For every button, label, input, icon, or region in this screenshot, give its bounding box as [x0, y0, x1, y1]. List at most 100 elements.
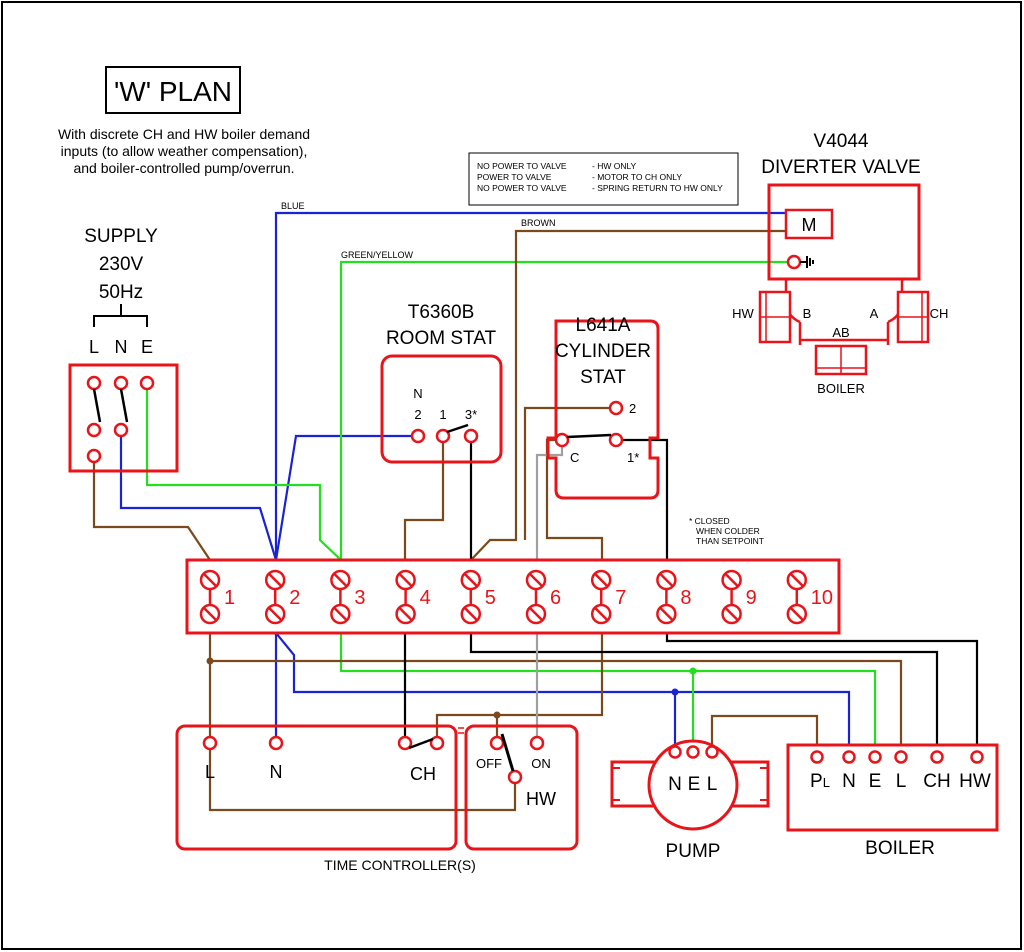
supply-bracket: [93, 304, 148, 327]
boiler-box: [786, 743, 999, 832]
wire-black-cyl: [616, 438, 669, 560]
junction-terminal-number: 8: [680, 587, 691, 609]
room-stat-title-1: T6360B: [408, 302, 475, 323]
boiler-terminal-pl: PL: [810, 771, 830, 792]
diverter-label-b: B: [803, 306, 812, 321]
supply-switch-box: [68, 363, 179, 473]
cylinder-stat-terminal-c: C: [570, 450, 579, 465]
junction-terminal-number: 4: [420, 587, 431, 609]
junction-terminal-number: 9: [746, 587, 757, 609]
room-stat-terminal-3: 3*: [465, 407, 477, 422]
subtitle-line-2: inputs (to allow weather compensation),: [61, 143, 308, 159]
title-box: [105, 66, 241, 114]
junction-screw-slot: [203, 607, 217, 621]
room-stat-title-2: ROOM STAT: [386, 328, 497, 349]
diverter-earth-terminal: [786, 254, 802, 270]
wire-green-supply: [145, 260, 794, 563]
pump-label: PUMP: [666, 841, 721, 862]
wire-black-5: [469, 633, 939, 752]
wire-brown-7: [545, 438, 604, 560]
junction-terminal-number: 1: [224, 587, 235, 609]
wire-brown-valve: [470, 229, 804, 561]
wire-brown-pump-pl: [710, 714, 819, 752]
junction-screw-slot: [659, 573, 674, 587]
diverter-title-1: V4044: [814, 131, 869, 152]
supply-terminal-l: L: [89, 337, 99, 357]
room-stat-box: [380, 354, 503, 464]
subtitle-line-1: With discrete CH and HW boiler demand: [58, 126, 310, 142]
time-controller-hw-box: [464, 724, 579, 851]
cylinder-stat-title-2: CYLINDER: [555, 341, 651, 362]
junction-dot-brown: [206, 657, 214, 665]
earth-icon: [800, 256, 814, 268]
label-blue-wire: BLUE: [281, 201, 305, 211]
diverter-port-hw-detail: [760, 292, 790, 342]
junction-screw-slot: [398, 573, 413, 587]
wire-blue-valve: [274, 211, 804, 560]
time-controller-off: OFF: [476, 756, 502, 771]
boiler-terminal-e: E: [869, 771, 882, 792]
cylinder-stat-contacts: [554, 400, 624, 448]
junction-screw-slot: [594, 607, 609, 621]
diverter-label-boiler: BOILER: [817, 381, 865, 396]
junction-screw-slot: [463, 607, 478, 621]
time-controller-terminals: [202, 735, 545, 785]
footnote-line-3: THAN SETPOINT: [696, 536, 764, 546]
junction-screw-slot: [268, 573, 283, 587]
junction-dot-blue: [671, 688, 679, 696]
page-title: 'W' PLAN: [114, 76, 232, 107]
time-controller-label: TIME CONTROLLER(S): [324, 857, 476, 873]
supply-terminal-n: N: [115, 337, 128, 357]
boiler-terminal-hw: HW: [959, 771, 991, 792]
supply-switch-levers: [92, 388, 129, 423]
time-controller-ch-box: [175, 724, 458, 851]
boiler-terminal-l: L: [896, 771, 907, 792]
note-table: [468, 152, 739, 206]
wire-brown-ch: [403, 436, 445, 560]
junction-screw-slot: [529, 573, 543, 587]
junction-dot-hw: [493, 711, 501, 719]
room-stat-terminal-2: 2: [414, 407, 421, 422]
time-controller-ch: CH: [410, 764, 436, 784]
note-row-1-state: NO POWER TO VALVE: [477, 161, 567, 171]
junction-box: [185, 558, 841, 635]
room-stat-terminal-1: 1: [439, 407, 446, 422]
junction-screw-slot: [789, 607, 804, 621]
wire-brown-tc-loop: [208, 743, 517, 812]
supply-switch-contacts: [86, 375, 155, 464]
wires: [92, 211, 979, 812]
junction-terminal-number: 5: [485, 587, 496, 609]
footnote-line-1: * CLOSED: [689, 516, 730, 526]
wire-brown-cyl: [523, 406, 616, 540]
diverter-label-a: A: [870, 306, 879, 321]
cylinder-stat-switch: [566, 433, 612, 439]
junction-terminal-number: 10: [811, 587, 833, 609]
time-controller-l: L: [205, 762, 215, 782]
junction-terminal-number: 2: [289, 587, 300, 609]
note-row-2-result: - MOTOR TO CH ONLY: [592, 172, 682, 182]
diverter-valve-box: [767, 183, 921, 281]
label-brown-wire: BROWN: [521, 218, 556, 228]
note-row-3-state: NO POWER TO VALVE: [477, 183, 567, 193]
room-stat-switch: [446, 423, 469, 434]
wire-blue-boiler: [275, 632, 851, 752]
pump-terminal-l: L: [707, 774, 718, 795]
pump-terminal-e: E: [688, 774, 701, 795]
wire-brown-hw: [435, 633, 604, 743]
time-controller-hw: HW: [526, 789, 556, 809]
cylinder-stat-terminal-1: 1*: [627, 450, 639, 465]
room-stat-n-label: N: [413, 386, 422, 401]
room-stat-contacts: [410, 428, 479, 444]
junction-screw-slot: [398, 607, 413, 621]
pump-terminal-n: N: [668, 774, 682, 795]
junction-screw-slot: [333, 607, 348, 621]
wire-black-8: [665, 633, 979, 752]
boiler-terminal-n: N: [842, 771, 856, 792]
junction-terminal-number: 3: [354, 587, 365, 609]
wire-brown-supply: [92, 462, 211, 561]
junction-screw-slot: [724, 573, 739, 587]
junction-screw-slot: [203, 573, 217, 587]
wire-brown-perm: [210, 659, 903, 752]
diverter-motor: [784, 208, 834, 240]
